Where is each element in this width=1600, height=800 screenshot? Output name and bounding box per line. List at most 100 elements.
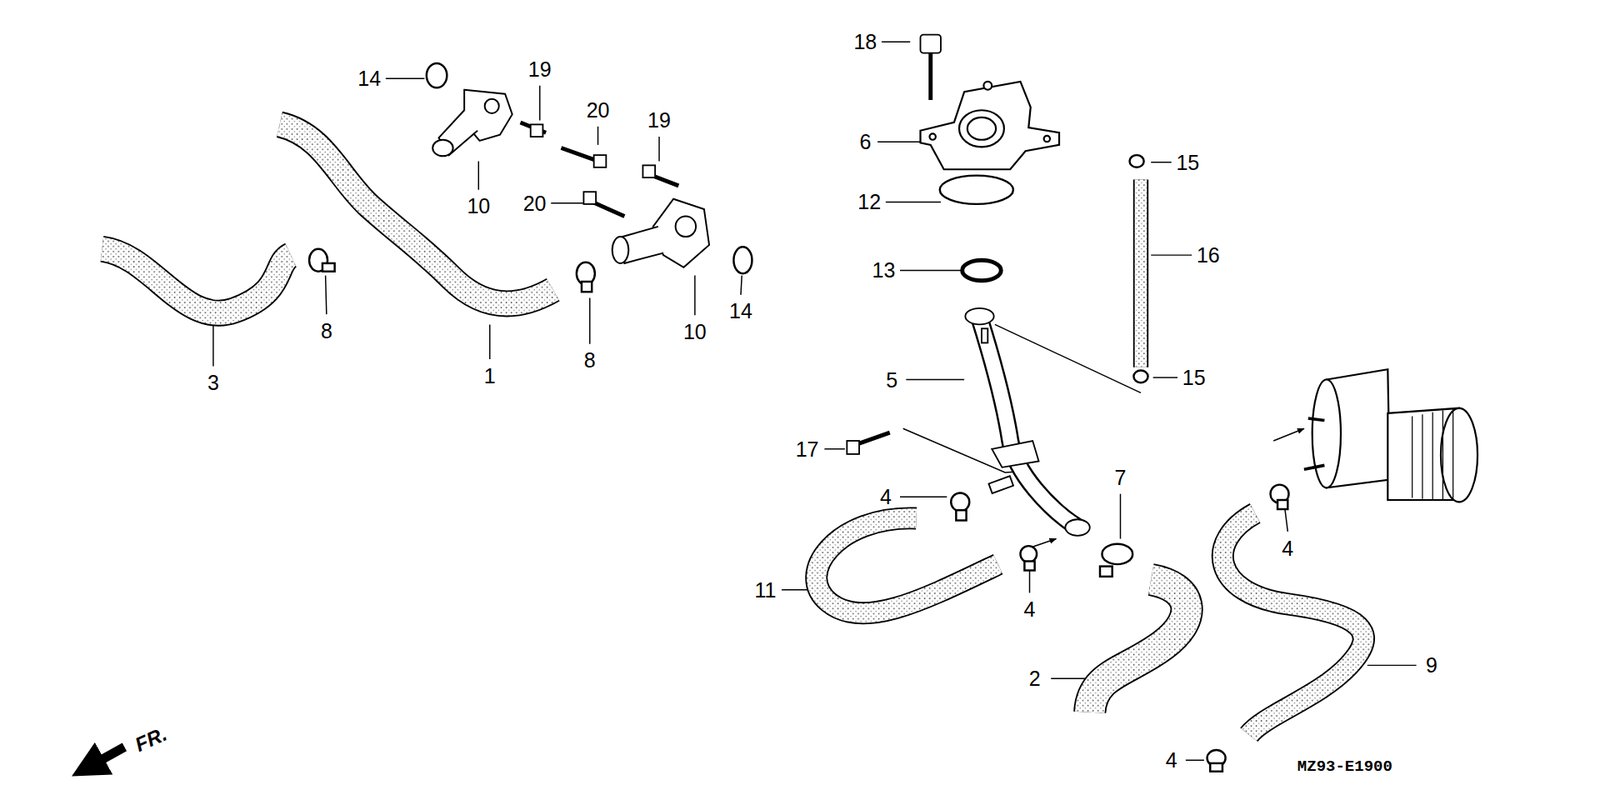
gasket-12: [940, 175, 1014, 205]
leader-line: [900, 496, 947, 498]
clamp-screw: [581, 281, 592, 292]
clamp-screw: [1024, 560, 1035, 570]
callout-number: 8: [319, 320, 335, 342]
oil-cooler-filter: [1304, 369, 1478, 502]
o-ring-13: [962, 260, 1002, 280]
clamp-4: [950, 492, 970, 511]
pipe-5: [980, 318, 1077, 527]
leader-line: [489, 324, 490, 360]
cooler-face: [1312, 380, 1341, 489]
leader-line: [1120, 494, 1121, 540]
clamp-screw: [1277, 500, 1288, 510]
fitting-hole: [485, 99, 500, 114]
hoses: [101, 124, 1364, 735]
leader-line: [824, 448, 845, 450]
leader-line: [740, 275, 742, 295]
housing-boss: [983, 81, 992, 90]
pipe-nipple: [981, 328, 988, 343]
leader-line: [995, 324, 1141, 393]
bolt-head: [846, 440, 860, 455]
pipe-nipple: [988, 475, 1014, 494]
bolt-head: [594, 155, 607, 168]
clamp-7: [1101, 544, 1133, 565]
hose-11: [816, 518, 999, 614]
leader-line: [694, 275, 695, 316]
leader-lines: [213, 41, 1417, 760]
leader-line: [1150, 161, 1171, 163]
callout-number: 15: [1174, 151, 1201, 174]
leader-line: [781, 589, 810, 590]
housing-port: [959, 110, 1005, 147]
callout-number: 5: [884, 368, 900, 390]
hose-2: [1090, 580, 1187, 713]
front-direction-label: FR.: [130, 721, 172, 755]
front-arrow: [87, 746, 125, 767]
bolt-head: [642, 165, 655, 178]
leader-line: [589, 298, 590, 345]
clip-15: [1130, 155, 1145, 168]
hose-1: [280, 124, 554, 304]
leader-line: [658, 136, 660, 161]
filter-end: [1440, 408, 1478, 503]
hose-2: [1090, 580, 1187, 713]
cooler-stud: [1308, 418, 1325, 420]
leader-line: [597, 126, 599, 145]
bolt-head: [583, 191, 596, 205]
callout-number: 6: [857, 130, 873, 153]
fitting-10-lower: [612, 199, 710, 268]
cooler-stud: [1304, 465, 1325, 470]
clamp-screw: [955, 510, 966, 520]
leader-line: [900, 270, 961, 271]
pipe-bracket: [991, 440, 1039, 468]
callout-number: 19: [645, 109, 673, 131]
callout-number: 4: [878, 485, 894, 508]
fitting-end: [612, 236, 630, 264]
callout-number: 18: [851, 30, 879, 53]
clamp-screw: [322, 263, 335, 272]
hose-3: [101, 249, 291, 314]
fitting-body: [653, 199, 710, 268]
housing-body: [920, 81, 1060, 170]
hose-1: [280, 124, 554, 304]
leader-line: [881, 40, 910, 42]
o-ring: [733, 246, 752, 274]
clamp-screw: [1100, 566, 1113, 577]
callout-number: 14: [727, 300, 755, 322]
clamps: [309, 155, 1290, 772]
fitting-hole: [675, 216, 696, 237]
callout-number: 7: [1113, 466, 1129, 489]
pipe-end: [965, 308, 994, 325]
callout-number: 8: [582, 349, 598, 371]
hose-11: [816, 518, 999, 614]
leader-line: [550, 202, 584, 204]
clip-15: [1133, 370, 1148, 383]
callout-number: 13: [870, 259, 898, 281]
callout-number: 19: [526, 58, 554, 80]
callout-number: 20: [521, 192, 549, 215]
pipe-fittings: [965, 308, 1090, 536]
clamp-4: [1020, 545, 1037, 563]
leader-line: [1367, 665, 1417, 666]
leader-line: [478, 160, 480, 190]
callout-number: 15: [1180, 366, 1208, 389]
leader-line: [905, 379, 965, 380]
callout-number: 11: [752, 579, 778, 601]
callout-number: 3: [205, 371, 221, 394]
callout-number: 4: [1280, 536, 1295, 559]
housing-port: [967, 117, 996, 140]
callout-number: 4: [1022, 598, 1038, 620]
diagram-code: MZ93-E1900: [1295, 759, 1395, 776]
leader-line: [325, 275, 327, 315]
pipe-end: [1065, 519, 1090, 536]
o-ring: [426, 63, 447, 88]
callout-number: 14: [355, 67, 383, 90]
filter-ribs: [1412, 409, 1454, 500]
pointer-arrow: [1273, 428, 1305, 441]
tube-16: [1135, 180, 1148, 368]
hose-3: [101, 249, 291, 314]
callout-number: 10: [681, 320, 709, 343]
leader-line: [1150, 254, 1192, 255]
leader-line: [539, 85, 540, 121]
leader-line: [1185, 760, 1205, 761]
